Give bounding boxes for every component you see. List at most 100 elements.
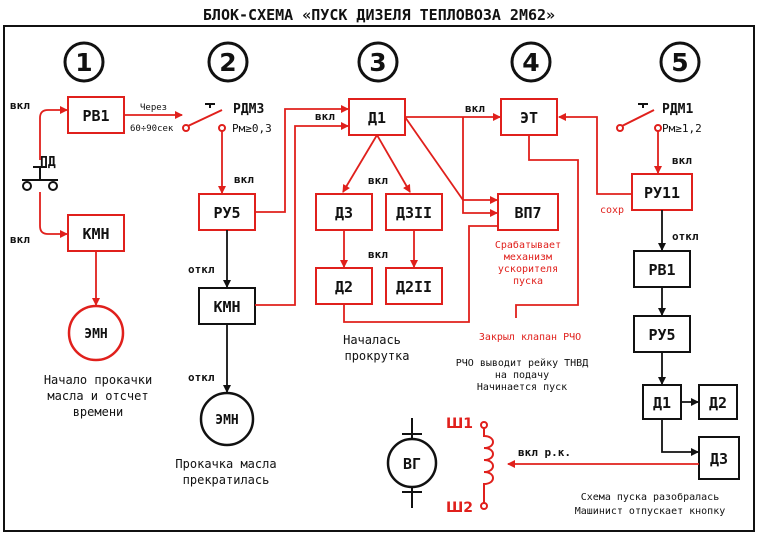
arrow-d2-to-vp7 xyxy=(343,225,497,323)
rdm1-label: РДМ1 xyxy=(662,102,693,117)
step1-note: времени xyxy=(73,405,124,419)
block-vp7: ВП7 xyxy=(497,193,559,231)
block-label: ВП7 xyxy=(514,204,541,222)
step2-note: прекратилась xyxy=(183,473,270,487)
arrow-ru5-to-d1 xyxy=(255,105,349,213)
step-circle-1: 1 xyxy=(63,41,105,83)
arrow-d1-to-d3-2 xyxy=(661,419,699,456)
block-d2-2: Д2 xyxy=(698,384,738,420)
step-circle-2: 2 xyxy=(207,41,249,83)
block-d2: Д2 xyxy=(315,267,373,305)
block-ru5: РУ5 xyxy=(198,193,256,231)
step-number: 3 xyxy=(369,48,386,77)
step-number: 2 xyxy=(219,48,236,77)
field-winding-icon xyxy=(480,421,494,510)
block-label: Д1 xyxy=(368,109,386,127)
block-label: РВ1 xyxy=(648,261,675,279)
block-ru11: РУ11 xyxy=(631,173,693,211)
motor-label: ЭМН xyxy=(215,413,238,428)
vkl-label: вкл xyxy=(672,154,692,167)
block-label: Д3 xyxy=(710,450,728,468)
motor-emn-2: ЭМН xyxy=(199,391,255,447)
vkl-rk-label: вкл р.к. xyxy=(518,446,571,459)
block-kmn-2: КМН xyxy=(198,287,256,325)
block-d2ii: Д2II xyxy=(385,267,443,305)
motor-label: ЭМН xyxy=(84,327,107,342)
pd-label: ПД xyxy=(40,155,56,170)
sh1-label: Ш1 xyxy=(446,416,473,432)
block-label: Д2II xyxy=(396,278,432,296)
block-d3: Д3 xyxy=(315,193,373,231)
step-number: 4 xyxy=(522,48,539,77)
block-d1-2: Д1 xyxy=(642,384,682,420)
vp7-note: Срабатывает xyxy=(495,239,561,251)
vkl-label: вкл xyxy=(368,248,388,261)
step-number: 5 xyxy=(671,48,688,77)
vkl-label: вкл xyxy=(10,233,30,246)
step-circle-5: 5 xyxy=(659,41,701,83)
vp7-note: пуска xyxy=(513,276,543,287)
step1-note: Начало прокачки xyxy=(44,373,152,387)
end-note: Машинист отпускает кнопку xyxy=(575,506,726,517)
block-label: КМН xyxy=(82,225,109,243)
step3-note: Началась xyxy=(343,333,401,347)
block-label: РУ11 xyxy=(644,184,680,202)
step1-note: масла и отсчет xyxy=(47,389,148,403)
arrow-kmn-to-d1 xyxy=(255,122,349,306)
vp7-note: механизм xyxy=(504,252,552,263)
block-label: РВ1 xyxy=(82,107,109,125)
vp7-note: ускорителя xyxy=(498,264,558,275)
block-d3ii: Д3II xyxy=(385,193,443,231)
block-label: КМН xyxy=(213,298,240,316)
generator-vg: ВГ xyxy=(386,418,438,508)
arrow-ru11-to-et xyxy=(558,113,632,195)
block-et: ЭТ xyxy=(500,98,558,136)
rcho-note: на подачу xyxy=(495,370,549,381)
rcho-note: РЧО выводит рейку ТНВД xyxy=(456,357,588,369)
arrow-pd-to-kmn xyxy=(39,192,68,238)
rdm1-pressure: Рм≥1,2 xyxy=(662,122,702,135)
otkl-label: откл xyxy=(188,263,215,276)
diagram-title: БЛОК-СХЕМА «ПУСК ДИЗЕЛЯ ТЕПЛОВОЗА 2М62» xyxy=(203,6,555,24)
step-circle-3: 3 xyxy=(357,41,399,83)
rcho-closed-note: Закрыл клапан РЧО xyxy=(479,332,581,343)
block-label: Д1 xyxy=(653,394,671,412)
end-note: Схема пуска разобралась xyxy=(581,491,719,503)
pd-button-icon xyxy=(22,166,58,191)
block-rv1-2: РВ1 xyxy=(633,250,691,288)
vkl-label: вкл xyxy=(315,110,335,123)
arrow-et-to-rcho xyxy=(515,135,579,318)
arrow-d1-to-d3ii xyxy=(376,134,411,193)
block-d1: Д1 xyxy=(348,98,406,136)
arrow-d1-to-vp7-bus xyxy=(462,117,498,217)
generator-label: ВГ xyxy=(403,455,421,473)
sohr-label: сохр xyxy=(600,205,624,216)
arrow-d1-to-d3 xyxy=(342,134,378,193)
vkl-label: вкл xyxy=(10,99,30,112)
rdm1-pressure-switch-icon xyxy=(616,103,662,132)
otkl-label: откл xyxy=(188,371,215,384)
rdm3-label: РДМ3 xyxy=(233,102,264,117)
block-ru5-2: РУ5 xyxy=(633,315,691,353)
block-label: Д3 xyxy=(335,204,353,222)
block-label: Д2 xyxy=(709,394,727,412)
step-number: 1 xyxy=(75,48,92,77)
arrow-pd-to-rv1 xyxy=(39,106,68,160)
motor-emn: ЭМН xyxy=(67,304,125,362)
delay-label: 60÷90сек xyxy=(130,124,174,134)
block-label: Д2 xyxy=(335,278,353,296)
block-label: РУ5 xyxy=(213,204,240,222)
block-kmn: КМН xyxy=(67,214,125,252)
arrow-d1-to-vp7 xyxy=(404,116,498,204)
block-label: Д3II xyxy=(396,204,432,222)
rcho-note: Начинается пуск xyxy=(477,382,567,393)
block-rv1: РВ1 xyxy=(67,96,125,134)
step2-note: Прокачка масла xyxy=(175,457,276,471)
rdm3-pressure-switch-icon xyxy=(182,103,226,132)
block-label: РУ5 xyxy=(648,326,675,344)
vkl-label: вкл xyxy=(465,102,485,115)
block-label: ЭТ xyxy=(520,109,538,127)
vkl-label: вкл xyxy=(234,173,254,186)
